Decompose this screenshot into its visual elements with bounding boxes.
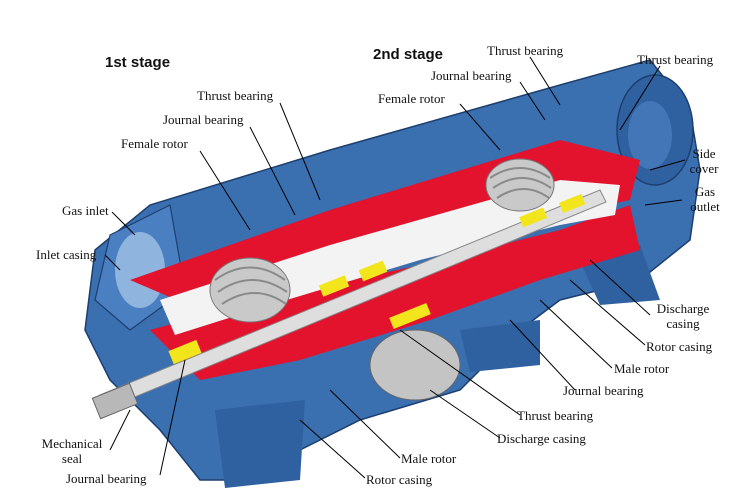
discharge-casing-body: [369, 329, 461, 401]
thrust-bearing-2: [559, 193, 586, 214]
journal-bearing-3: [519, 207, 548, 228]
side-cover-label-line2: cover: [689, 161, 719, 176]
journal-bearing-label-bottom-left: Journal bearing: [66, 471, 147, 486]
side-cover-label: Side cover: [683, 146, 725, 176]
journal-bearing-label-top-center: Journal bearing: [431, 68, 512, 83]
side-cover-label-line1: Side: [692, 146, 716, 161]
discharge-bearing: [389, 302, 431, 330]
female-rotor-label-top-center: Female rotor: [378, 91, 445, 106]
thrust-bearing-label-top-right: Thrust bearing: [637, 52, 714, 67]
casing-foot-left: [215, 400, 305, 488]
mechanical-seal-part: [91, 382, 139, 420]
thrust-bearing-label-top-center: Thrust bearing: [487, 43, 564, 58]
inlet-casing-label: Inlet casing: [36, 247, 97, 262]
second-stage-rotor: [485, 158, 555, 212]
thrust-bearing-label-left: Thrust bearing: [197, 88, 274, 103]
thrust-bearing-label-bottom: Thrust bearing: [517, 408, 594, 423]
first-stage-label: 1st stage: [105, 54, 171, 71]
journal-bearing-2: [318, 275, 350, 297]
casing-foot-center: [460, 320, 540, 372]
second-stage-label: 2nd stage: [373, 46, 444, 63]
thrust-bearing-1: [358, 260, 388, 282]
gas-outlet-label-line1: Gas: [694, 184, 716, 199]
rotor-casing-label-right: Rotor casing: [646, 339, 713, 354]
journal-bearing-label-left: Journal bearing: [163, 112, 244, 127]
male-rotor-label-right: Male rotor: [614, 361, 670, 376]
male-rotor-label-bottom: Male rotor: [401, 451, 457, 466]
first-stage-rotor: [209, 257, 291, 323]
discharge-casing-label-bottom: Discharge casing: [497, 431, 586, 446]
leader-lines: [104, 56, 686, 479]
gas-inlet-label: Gas inlet: [62, 203, 109, 218]
journal-bearing-1: [168, 339, 202, 365]
discharge-casing-label-right-line2: casing: [666, 316, 700, 331]
gas-outlet-label-line2: outlet: [690, 199, 720, 214]
journal-bearing-label-bottom-right: Journal bearing: [563, 383, 644, 398]
rotor-casing-label-bottom: Rotor casing: [366, 472, 433, 487]
mechanical-seal-label: Mechanical seal: [34, 436, 110, 466]
mechanical-seal-label-line2: seal: [61, 451, 83, 466]
discharge-casing-label-right-line1: Discharge: [656, 301, 710, 316]
discharge-casing-label-right: Discharge casing: [648, 301, 718, 331]
gas-outlet-label: Gas outlet: [683, 184, 727, 214]
female-rotor-label-left: Female rotor: [121, 136, 188, 151]
mechanical-seal-label-line1: Mechanical: [41, 436, 103, 451]
